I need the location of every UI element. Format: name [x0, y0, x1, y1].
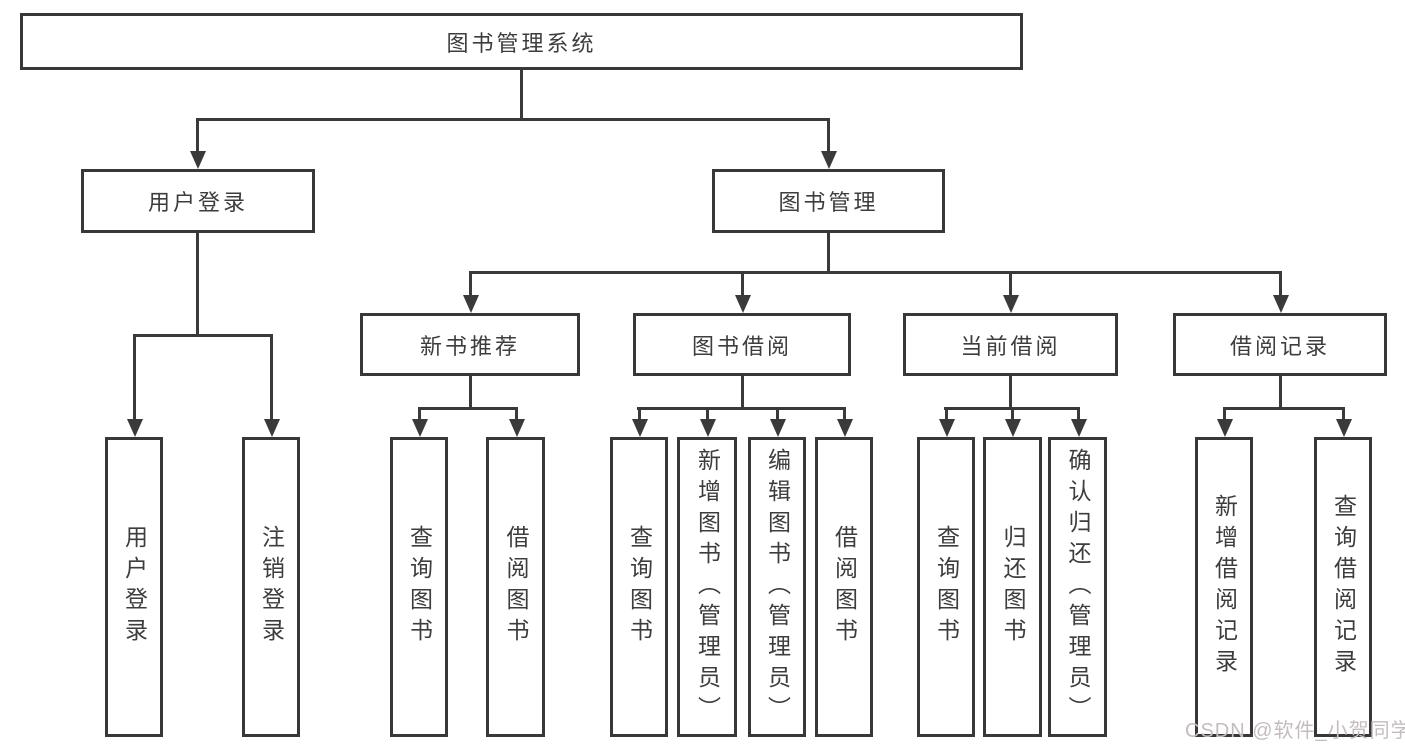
connector-user-login-riser: [196, 233, 199, 337]
arrow-down-icon: [418, 407, 421, 420]
connector-root-riser: [520, 70, 523, 121]
connector-book-mgmt-riser: [827, 233, 830, 274]
leaf-query-books-current: 查询图书: [917, 437, 975, 737]
leaf-confirm-return-admin: 确认归还（管理员）: [1048, 437, 1107, 737]
leaf-borrow-books-borrowing-label: 借阅图书: [831, 525, 858, 649]
node-borrow-records: 借阅记录: [1173, 313, 1387, 376]
leaf-user-login-label: 用户登录: [121, 525, 148, 649]
connector-new-rec-riser: [469, 376, 472, 410]
arrow-down-icon: [515, 407, 518, 420]
arrow-down-icon: [1009, 271, 1012, 296]
leaf-query-books-recommend-label: 查询图书: [406, 525, 433, 649]
connector-records-riser: [1279, 376, 1282, 410]
node-book-borrowing-label: 图书借阅: [691, 333, 792, 359]
leaf-logout: 注销登录: [242, 437, 300, 737]
leaf-confirm-return-admin-label: 确认归还（管理员）: [1065, 447, 1091, 727]
leaf-return-books-label: 归还图书: [1000, 525, 1026, 649]
arrow-down-icon: [776, 407, 779, 420]
arrow-down-icon: [1011, 407, 1014, 420]
node-current-borrowing-label: 当前借阅: [960, 333, 1061, 359]
connector-new-rec-bar: [418, 407, 517, 410]
arrow-down-icon: [469, 271, 472, 296]
node-book-borrowing: 图书借阅: [633, 313, 851, 376]
node-book-management-label: 图书管理: [778, 190, 879, 215]
connector-borrowing-bar: [637, 407, 845, 410]
arrow-down-icon: [133, 334, 136, 420]
connector-current-riser: [1009, 376, 1012, 410]
leaf-logout-label: 注销登录: [258, 525, 285, 649]
node-book-management: 图书管理: [712, 169, 945, 233]
leaf-return-books: 归还图书: [983, 437, 1042, 737]
arrow-down-icon: [1279, 271, 1282, 296]
node-current-borrowing: 当前借阅: [903, 313, 1118, 376]
connector-borrowing-riser: [741, 376, 744, 410]
leaf-add-borrow-record: 新增借阅记录: [1195, 437, 1253, 737]
arrow-down-icon: [1342, 407, 1345, 420]
leaf-query-books-current-label: 查询图书: [933, 525, 960, 649]
leaf-edit-book-admin-label: 编辑图书（管理员）: [764, 447, 791, 727]
leaf-add-book-admin: 新增图书（管理员）: [677, 437, 737, 737]
arrow-down-icon: [1077, 407, 1080, 420]
arrow-down-icon: [843, 407, 846, 420]
leaf-borrow-books-recommend-label: 借阅图书: [503, 525, 529, 649]
leaf-query-borrow-record-label: 查询借阅记录: [1330, 494, 1357, 680]
connector-user-login-bar: [133, 334, 273, 337]
leaf-user-login: 用户登录: [105, 437, 163, 737]
arrow-down-icon: [196, 118, 199, 152]
node-borrow-records-label: 借阅记录: [1229, 333, 1330, 359]
node-new-book-recommend-label: 新书推荐: [419, 333, 520, 359]
node-user-login-label: 用户登录: [147, 190, 248, 215]
leaf-query-books-borrowing-label: 查询图书: [626, 525, 653, 649]
arrow-down-icon: [706, 407, 709, 420]
node-user-login: 用户登录: [81, 169, 315, 233]
connector-book-mgmt-bar: [469, 271, 1281, 274]
arrow-down-icon: [1223, 407, 1226, 420]
leaf-edit-book-admin: 编辑图书（管理员）: [748, 437, 806, 737]
node-library-system-label: 图书管理系统: [446, 30, 597, 56]
node-new-book-recommend: 新书推荐: [360, 313, 580, 376]
arrow-down-icon: [270, 334, 273, 420]
leaf-borrow-books-recommend: 借阅图书: [486, 437, 545, 737]
connector-records-bar: [1223, 407, 1344, 410]
csdn-watermark: CSDN @软件_小贺同学: [1185, 720, 1405, 742]
arrow-down-icon: [638, 407, 641, 420]
leaf-query-books-borrowing: 查询图书: [610, 437, 668, 737]
leaf-borrow-books-borrowing: 借阅图书: [815, 437, 873, 737]
leaf-add-book-admin-label: 新增图书（管理员）: [694, 447, 721, 727]
arrow-down-icon: [741, 271, 744, 296]
leaf-query-books-recommend: 查询图书: [390, 437, 448, 737]
leaf-add-borrow-record-label: 新增借阅记录: [1211, 494, 1238, 680]
leaf-query-borrow-record: 查询借阅记录: [1314, 437, 1372, 737]
arrow-down-icon: [945, 407, 948, 420]
connector-root-bar: [196, 118, 829, 121]
arrow-down-icon: [827, 118, 830, 152]
node-library-system: 图书管理系统: [20, 13, 1023, 70]
